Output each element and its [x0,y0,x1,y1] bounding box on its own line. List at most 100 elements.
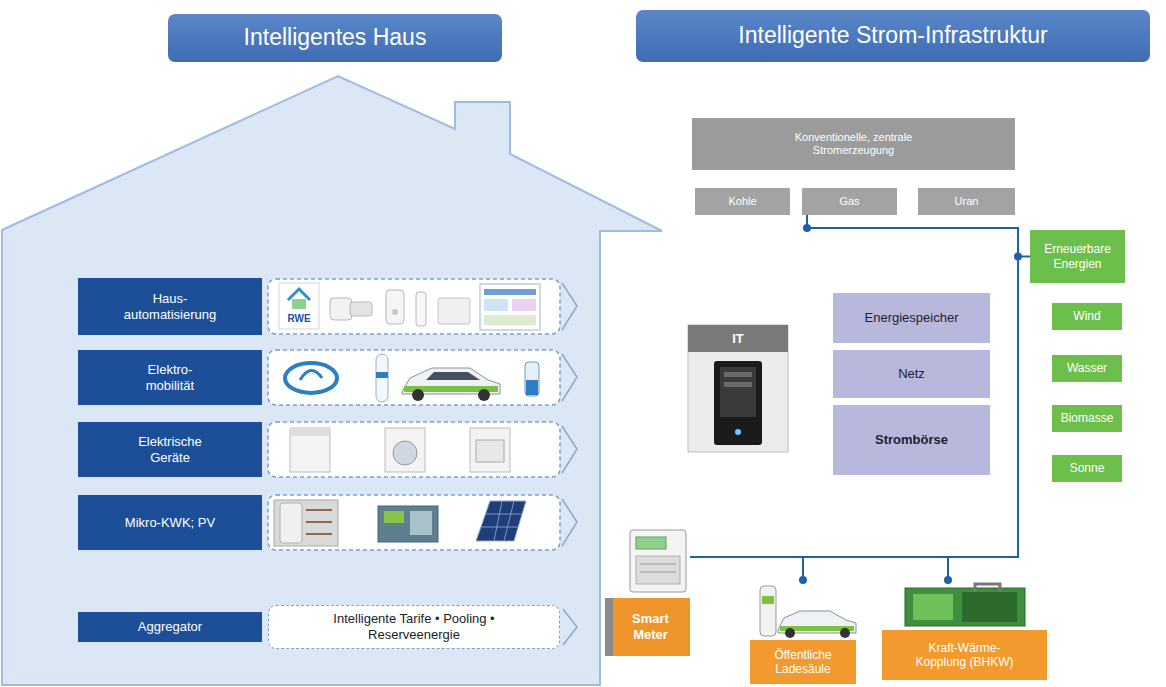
text-group: Aggregator [138,619,202,635]
node-text: Smart Meter [605,598,690,656]
service-box: Intelligente Tarife • Pooling • Reservee… [268,605,560,649]
it-box: IT [688,325,788,452]
power-line [690,557,952,584]
text-group: Intelligentes Haus [244,24,427,52]
node-text: Energiespeicher [865,310,959,326]
screen-icon [484,299,508,311]
node-text: Öffentliche Ladesäule [750,640,856,684]
category-box: Aggregator [78,612,262,642]
power-line-path [690,215,1018,557]
text-group: Mikro-KWK; PV [125,515,215,531]
text-group: Kraft-Wärme- Kopplung (BHKW) [882,630,1047,680]
icon-frame [268,279,560,334]
smart-meter: Smart Meter [605,530,690,656]
text-group: IT [688,325,788,352]
junction-dot [803,224,811,232]
logo-tile [279,283,319,329]
icon-frame [268,422,560,477]
node-text: Mikro-KWK; PV [125,515,215,531]
screen-icon [480,284,540,330]
washer-icon [385,428,425,472]
chp-unit-icon [384,511,404,523]
charging-station: Öffentliche Ladesäule [750,580,856,684]
power-line [690,215,1018,557]
fuel-box: Kohle [695,188,790,215]
battery-icon [526,380,538,395]
node-text: IT [688,325,788,352]
node-text: Sonne [1070,461,1105,475]
icon-frame [268,350,560,405]
it-panel [688,325,788,452]
logo-text: RWE [279,313,319,324]
controller-icon [438,298,470,324]
boiler-pipes [306,510,332,534]
node-text: Netz [898,366,925,382]
text-group: Wasser [1067,361,1107,375]
category-box: Elektrische Geräte [78,422,262,477]
chevron [562,283,577,330]
solar-panel-icon [476,501,526,541]
node-text: Strombörse [875,432,948,448]
screen-icon [484,315,536,325]
chp-plant-icon [905,588,1025,626]
chp-plant-pipe [975,584,1000,592]
fuel-box: Uran [918,188,1015,215]
server-icon [720,367,756,417]
text-group: Konventionelle, zentrale Stromerzeugung [774,131,934,157]
text-group: Energiespeicher [865,310,959,326]
chevron [562,499,577,546]
server-icon [714,361,762,445]
infrastructure-box: Strombörse [833,405,990,475]
junction-dot [799,576,807,584]
renewable-box: Sonne [1052,455,1122,482]
chp-unit-icon [410,511,432,535]
node-text: Wasser [1067,361,1107,375]
node-text: Aggregator [138,619,202,635]
category-box: Haus- automatisierung [78,278,262,335]
boiler-icon [280,503,302,543]
text-group: Wind [1073,309,1100,323]
remote-icon [416,292,426,326]
server-icon [724,382,752,387]
renewable-box: Wind [1052,303,1122,330]
text-group: Intelligente Strom-Infrastruktur [738,22,1047,50]
category-box: Elektro- mobilität [78,350,262,405]
text-group: Öffentliche Ladesäule [750,640,856,684]
screen-icon [512,299,536,311]
text-group: Elektro- mobilität [125,362,215,393]
power-line [690,253,1030,558]
thermostat-icon [350,302,372,316]
text-group: Strombörse [875,432,948,448]
node-text: Intelligente Strom-Infrastruktur [738,22,1047,50]
plug-icon [392,309,398,315]
node-text: Kraft-Wärme- Kopplung (BHKW) [882,630,1047,680]
section-header: Intelligente Strom-Infrastruktur [636,10,1150,62]
node-text: Uran [955,195,979,208]
node-text: Kohle [728,195,756,208]
washer-icon [393,441,417,465]
power-line-path [690,557,803,580]
dryer-icon [476,440,504,462]
chp-plant-icon [962,592,1017,622]
logo-roof [288,289,310,300]
chp-unit-icon [378,506,438,542]
meter-icon [640,564,676,572]
power-line-path [690,257,1030,558]
node-text: Intelligente Tarife • Pooling • Reservee… [299,611,529,642]
text-group: Biomasse [1061,411,1114,425]
server-icon [724,372,752,377]
charging-post-icon [760,586,776,636]
meter-icon [630,530,686,592]
dishwasher-icon [290,428,330,436]
power-line-path [690,557,948,580]
chevron [563,609,577,645]
junction-dot [1014,253,1022,261]
house-outline [2,76,662,685]
category-box: Mikro-KWK; PV [78,495,262,550]
node-text: Elektro- mobilität [125,362,215,393]
car-icon [840,628,850,638]
solar-panel-icon [481,501,522,541]
